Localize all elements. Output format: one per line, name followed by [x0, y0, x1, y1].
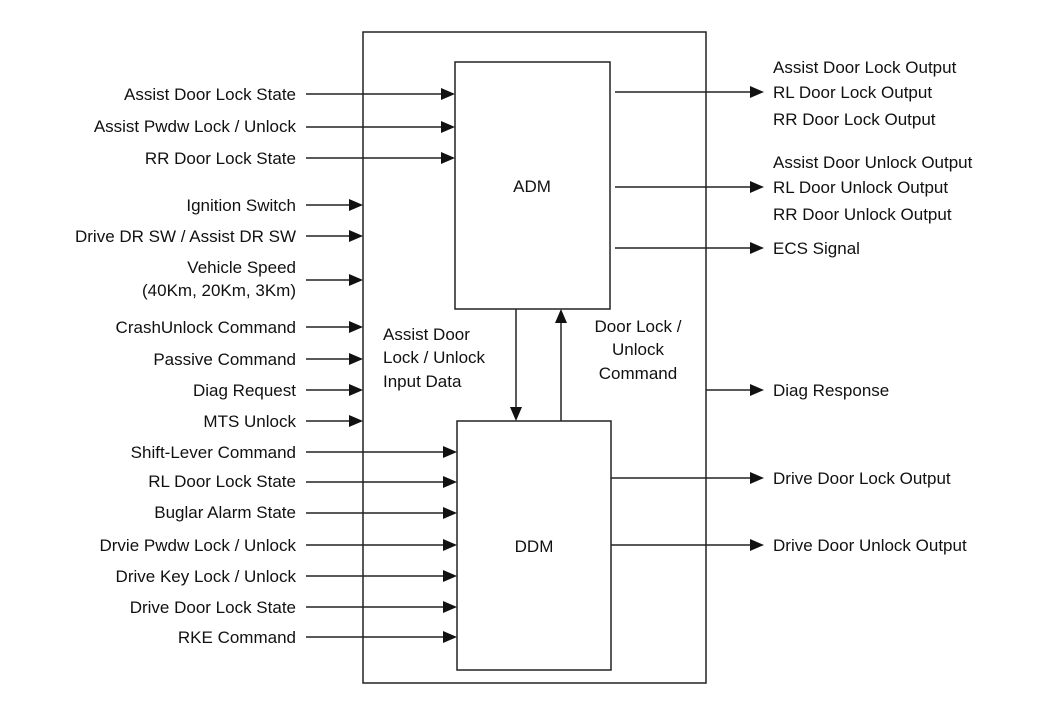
adm-input-2: Assist Pwdw Lock / Unlock [94, 117, 455, 136]
adm-unlock-outputs: Assist Door Unlock Output RL Door Unlock… [615, 153, 973, 224]
arrowhead [510, 407, 522, 421]
outer-input-label: Drive DR SW / Assist DR SW [75, 227, 296, 246]
adm-to-ddm-label: Input Data [383, 372, 462, 391]
outer-input-label: Vehicle Speed [187, 258, 296, 277]
ddm-to-adm-link: Door Lock / Unlock Command [555, 309, 682, 421]
arrowhead [349, 230, 363, 242]
arrowhead [349, 274, 363, 286]
ecs-output: ECS Signal [615, 239, 860, 258]
adm-input-label: RR Door Lock State [145, 149, 296, 168]
adm-to-ddm-link: Assist Door Lock / Unlock Input Data [383, 309, 522, 421]
ddm-block [456, 420, 612, 671]
diag-response-output: Diag Response [706, 381, 889, 400]
arrowhead [441, 88, 455, 100]
ddm-input-7: RKE Command [178, 628, 457, 647]
outer-input-passive: Passive Command [153, 350, 363, 369]
arrowhead [750, 86, 764, 98]
arrowhead [750, 472, 764, 484]
outer-input-label: (40Km, 20Km, 3Km) [142, 281, 296, 300]
ddm-to-adm-label: Unlock [612, 340, 664, 359]
arrowhead [349, 199, 363, 211]
ddm-input-label: Drvie Pwdw Lock / Unlock [99, 536, 296, 555]
adm-lock-outputs: Assist Door Lock Output RL Door Lock Out… [615, 58, 957, 129]
arrowhead [349, 415, 363, 427]
arrowhead [750, 181, 764, 193]
output-label: Assist Door Unlock Output [773, 153, 973, 172]
outer-input-label: Ignition Switch [186, 196, 296, 215]
output-label: RR Door Unlock Output [773, 205, 952, 224]
outer-input-crash-unlock: CrashUnlock Command [116, 318, 363, 337]
adm-to-ddm-label: Lock / Unlock [383, 348, 486, 367]
outer-input-label: Passive Command [153, 350, 296, 369]
arrowhead [443, 601, 457, 613]
arrowhead [443, 570, 457, 582]
ddm-input-label: Drive Door Lock State [130, 598, 296, 617]
ddm-unlock-output: Drive Door Unlock Output [611, 536, 967, 555]
outer-input-door-switch: Drive DR SW / Assist DR SW [75, 227, 363, 246]
ddm-input-label: Buglar Alarm State [154, 503, 296, 522]
arrowhead [555, 309, 567, 323]
ddm-lock-output: Drive Door Lock Output [611, 469, 951, 488]
outer-input-label: Diag Request [193, 381, 296, 400]
ddm-input-6: Drive Door Lock State [130, 598, 457, 617]
arrowhead [443, 539, 457, 551]
arrowhead [750, 242, 764, 254]
arrowhead [349, 321, 363, 333]
ddm-to-adm-label: Command [599, 364, 677, 383]
arrowhead [441, 152, 455, 164]
arrowhead [443, 507, 457, 519]
arrowhead [443, 631, 457, 643]
adm-input-label: Assist Door Lock State [124, 85, 296, 104]
adm-input-label: Assist Pwdw Lock / Unlock [94, 117, 297, 136]
adm-to-ddm-label: Assist Door [383, 325, 470, 344]
output-label: ECS Signal [773, 239, 860, 258]
arrowhead [443, 476, 457, 488]
arrowhead [750, 384, 764, 396]
output-label: RL Door Unlock Output [773, 178, 948, 197]
outer-input-label: MTS Unlock [203, 412, 296, 431]
adm-block [454, 61, 611, 310]
output-label: Drive Door Lock Output [773, 469, 951, 488]
outer-input-vehicle-speed: Vehicle Speed (40Km, 20Km, 3Km) [142, 258, 363, 300]
ddm-input-5: Drive Key Lock / Unlock [116, 567, 457, 586]
outer-input-label: CrashUnlock Command [116, 318, 296, 337]
adm-label: ADM [513, 177, 551, 196]
ddm-to-adm-label: Door Lock / [595, 317, 682, 336]
arrowhead [349, 353, 363, 365]
output-label: RL Door Lock Output [773, 83, 932, 102]
arrowhead [349, 384, 363, 396]
output-label: RR Door Lock Output [773, 110, 936, 129]
ddm-input-4: Drvie Pwdw Lock / Unlock [99, 536, 457, 555]
arrowhead [443, 446, 457, 458]
ddm-input-2: RL Door Lock State [148, 472, 457, 491]
outer-input-ignition: Ignition Switch [186, 196, 363, 215]
adm-input-1: Assist Door Lock State [124, 85, 455, 104]
arrowhead [441, 121, 455, 133]
output-label: Drive Door Unlock Output [773, 536, 967, 555]
ddm-input-1: Shift-Lever Command [131, 443, 457, 462]
arrowhead [750, 539, 764, 551]
ddm-label: DDM [515, 537, 554, 556]
ddm-input-label: Shift-Lever Command [131, 443, 296, 462]
output-label: Assist Door Lock Output [773, 58, 957, 77]
output-label: Diag Response [773, 381, 889, 400]
ddm-input-label: RKE Command [178, 628, 296, 647]
ddm-input-label: RL Door Lock State [148, 472, 296, 491]
outer-input-mts-unlock: MTS Unlock [203, 412, 363, 431]
outer-input-diag-request: Diag Request [193, 381, 363, 400]
ddm-input-label: Drive Key Lock / Unlock [116, 567, 297, 586]
ddm-input-3: Buglar Alarm State [154, 503, 457, 522]
adm-input-3: RR Door Lock State [145, 149, 455, 168]
